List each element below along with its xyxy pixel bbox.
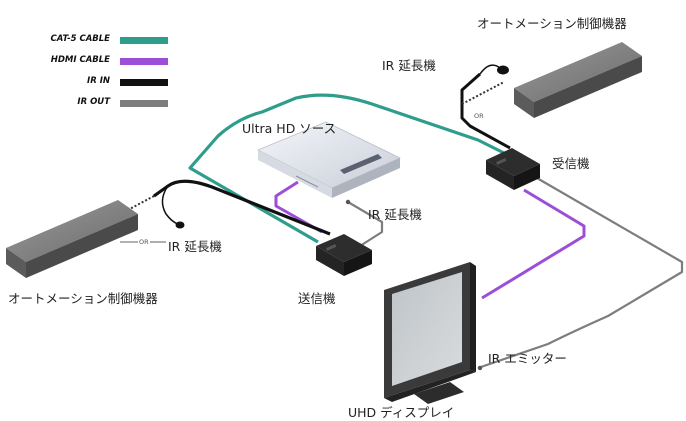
ir-eye-left [175, 221, 185, 229]
label-automation-left: オートメーション制御機器 [8, 291, 158, 306]
or-label-top: OR [474, 112, 484, 120]
legend-swatch-hdmi [120, 58, 168, 65]
ir-out-cable-right [477, 173, 684, 370]
label-ir-extender-middle: IR 延長機 [368, 207, 422, 222]
legend-label: CAT-5 CABLE [50, 34, 110, 44]
ir-emitter-middle [345, 199, 351, 205]
label-ultra-hd-source: Ultra HD ソース [242, 121, 337, 136]
label-ir-extender-left: IR 延長機 [168, 239, 222, 254]
legend-swatch-ir-out [120, 100, 168, 107]
ir-eye-top [497, 65, 509, 75]
receiver-device [486, 148, 540, 190]
label-ir-extender-top: IR 延長機 [382, 58, 436, 73]
ir-emitter-display [477, 365, 483, 371]
legend-swatch-ir-in [120, 79, 168, 86]
label-sender: 送信機 [298, 291, 336, 306]
automation-controller-left [6, 200, 138, 278]
label-automation-top: オートメーション制御機器 [477, 16, 627, 31]
label-ir-emitter: IR エミッター [488, 351, 567, 366]
label-uhd-display: UHD ディスプレイ [348, 405, 455, 420]
ir-in-wire-top [479, 64, 501, 75]
legend-label: HDMI CABLE [50, 55, 110, 65]
ultra-hd-source-device [257, 121, 401, 198]
ir-in-cable-left [153, 179, 331, 236]
legend-label: IR IN [87, 76, 110, 86]
legend-label: IR OUT [77, 97, 110, 107]
sender-device [316, 234, 372, 276]
cat5-cable [188, 93, 507, 244]
legend-swatch-cat5 [120, 37, 168, 44]
automation-controller-top [514, 42, 642, 118]
or-label-left: OR [139, 238, 149, 246]
ir-in-wire-left [161, 185, 179, 225]
uhd-display [384, 262, 476, 404]
ir-in-cable-top [460, 72, 511, 150]
hdmi-cable-source [274, 180, 323, 234]
ir-out-cable-middle [347, 201, 384, 247]
hdmi-cable-display [481, 188, 586, 300]
label-receiver: 受信機 [552, 156, 590, 171]
